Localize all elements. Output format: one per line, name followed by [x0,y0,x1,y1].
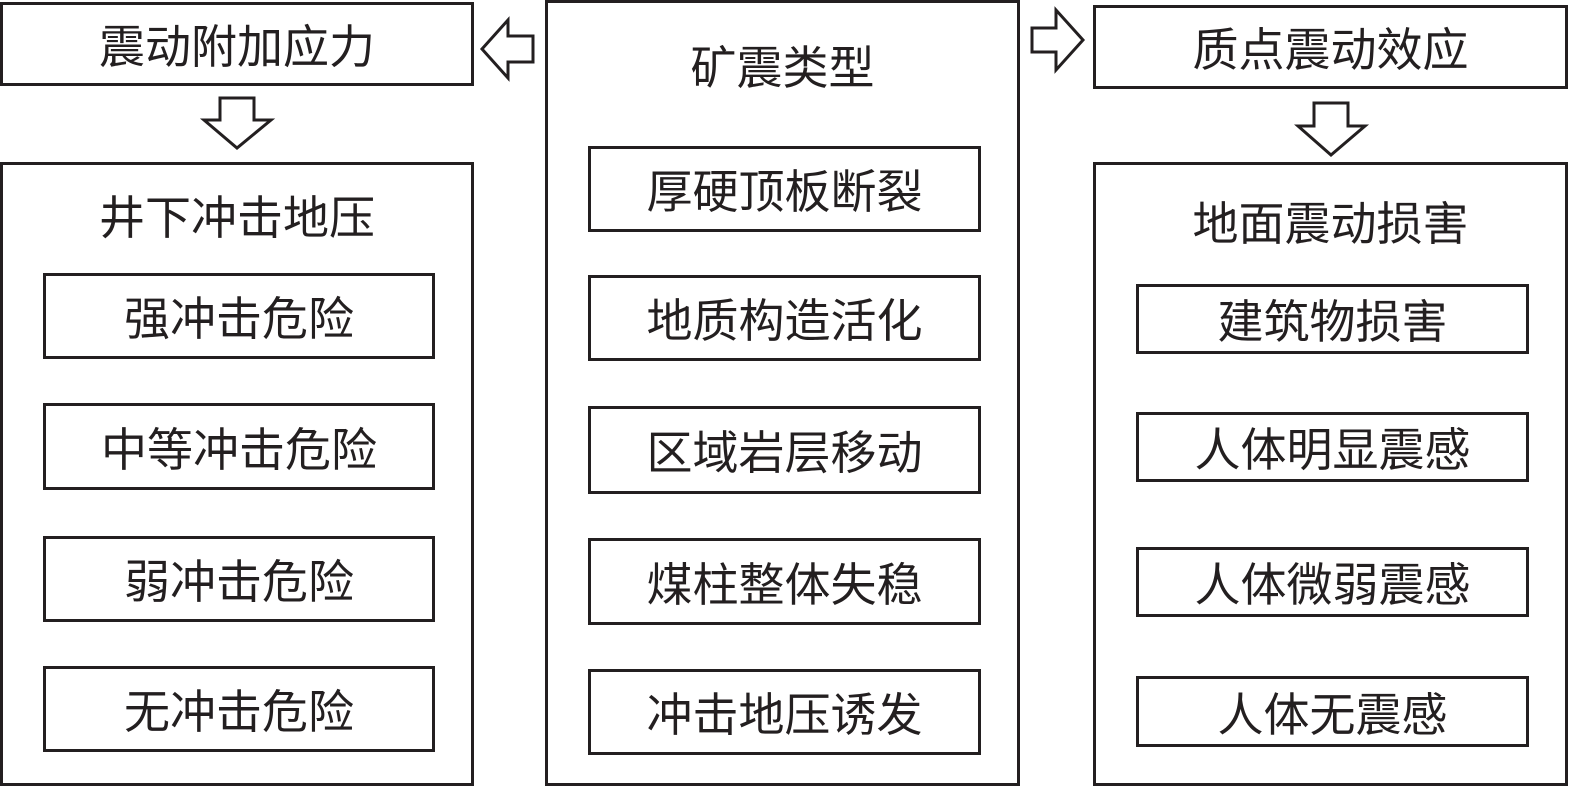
item-label: 人体无震感 [1217,687,1448,742]
vibration-additional-stress-label: 震动附加应力 [99,20,375,74]
list-item: 建筑物损害 [1136,284,1529,354]
item-label: 中等冲击危险 [101,422,377,477]
underground-rockburst-title: 井下冲击地压 [99,191,375,245]
item-label: 人体微弱震感 [1194,558,1471,612]
list-item: 区域岩层移动 [588,406,981,494]
particle-vibration-effect-box: 质点震动效应 [1093,5,1568,89]
item-label: 厚硬顶板断裂 [646,165,923,219]
mine-earthquake-types-title: 矿震类型 [690,41,875,95]
list-item: 地质构造活化 [588,275,981,361]
item-label: 煤柱整体失稳 [646,557,923,612]
ground-vibration-damage-title: 地面震动损害 [1192,197,1469,251]
item-label: 无冲击危险 [124,685,354,739]
item-label: 冲击地压诱发 [646,688,923,742]
arrow-down-icon [1294,101,1370,157]
item-label: 人体明显震感 [1194,423,1471,477]
list-item: 冲击地压诱发 [588,669,981,755]
item-label: 建筑物损害 [1217,295,1448,349]
vibration-additional-stress-box: 震动附加应力 [0,2,474,86]
list-item: 人体微弱震感 [1136,547,1529,617]
list-item: 无冲击危险 [43,666,435,752]
list-item: 中等冲击危险 [43,403,435,490]
list-item: 强冲击危险 [43,273,435,359]
list-item: 煤柱整体失稳 [588,538,981,625]
item-label: 地质构造活化 [646,294,923,348]
item-label: 弱冲击危险 [124,555,354,609]
list-item: 弱冲击危险 [43,536,435,622]
arrow-right-icon [1030,6,1086,74]
item-label: 强冲击危险 [124,292,354,346]
ground-vibration-damage-box: 地面震动损害 建筑物损害 人体明显震感 人体微弱震感 人体无震感 [1093,162,1568,786]
arrow-down-icon [199,96,276,150]
particle-vibration-effect-label: 质点震动效应 [1192,23,1469,77]
list-item: 人体无震感 [1136,676,1529,747]
list-item: 人体明显震感 [1136,412,1529,482]
arrow-left-icon [479,16,535,82]
underground-rockburst-box: 井下冲击地压 强冲击危险 中等冲击危险 弱冲击危险 无冲击危险 [0,162,474,786]
item-label: 区域岩层移动 [646,426,923,480]
list-item: 厚硬顶板断裂 [588,146,981,232]
mine-earthquake-types-box: 矿震类型 厚硬顶板断裂 地质构造活化 区域岩层移动 煤柱整体失稳 冲击地压诱发 [545,0,1020,786]
